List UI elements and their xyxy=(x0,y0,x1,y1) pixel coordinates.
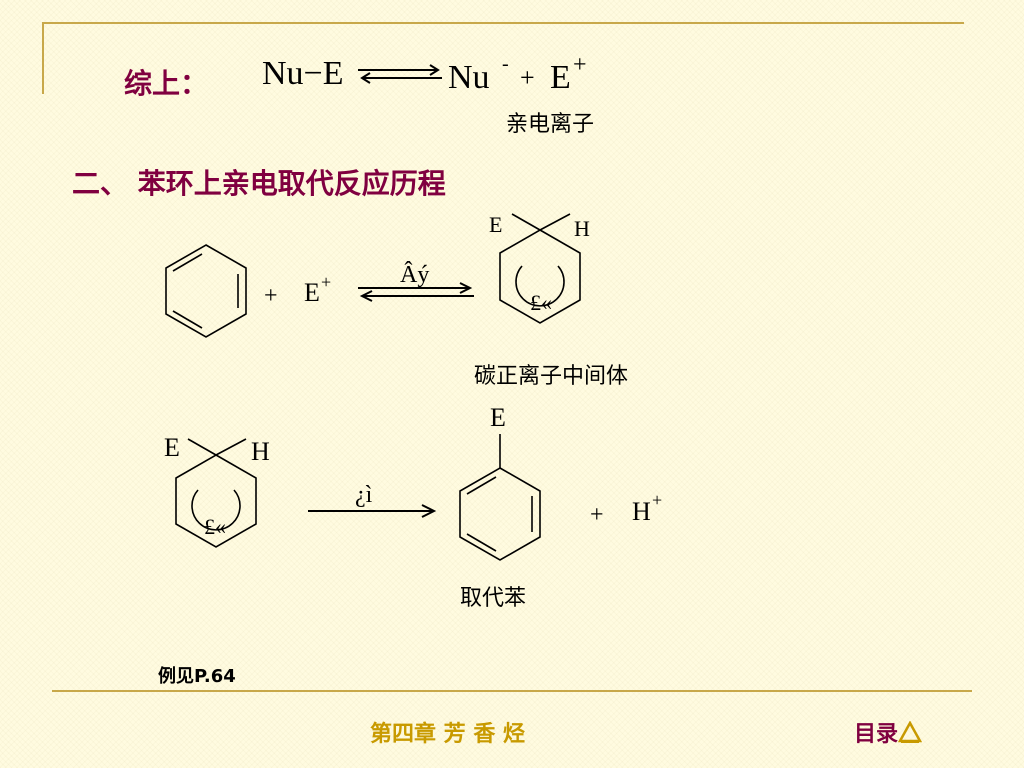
toc-link[interactable]: 目录 xyxy=(854,716,923,748)
step2-plus: + xyxy=(590,502,604,528)
step2-sub-e: E xyxy=(164,433,180,462)
step1-reaction: + E + Âý E H £« xyxy=(165,212,590,338)
step2-byproduct: H xyxy=(632,497,651,526)
step1-sub-e: E xyxy=(489,212,502,237)
step2-caption: 取代苯 xyxy=(460,586,527,611)
summary-label: 综上： xyxy=(124,67,209,100)
summary-product-e: E xyxy=(550,59,571,96)
step1-plus: + xyxy=(264,283,278,309)
step2-reaction: E H £« ¿ì E + H + xyxy=(164,403,662,561)
summary-product-nu-charge: - xyxy=(502,53,509,75)
substituted-benzene-ring xyxy=(459,434,541,561)
step2-arrow-label: ¿ì xyxy=(355,482,373,508)
summary-product-e-charge: + xyxy=(573,52,587,78)
step1-reagent-charge: + xyxy=(321,272,331,292)
step2-forward-arrow xyxy=(308,504,437,518)
example-reference: 例见P.64 xyxy=(158,666,236,687)
step2-sigma-complex-ring xyxy=(175,438,257,548)
step2-ring-charge: £« xyxy=(204,514,226,539)
step2-byproduct-charge: + xyxy=(652,490,662,510)
top-rule xyxy=(42,22,964,24)
electrophile-caption: 亲电离子 xyxy=(506,112,595,137)
step1-arrow-label: Âý xyxy=(400,262,429,288)
benzene-ring xyxy=(165,244,247,338)
summary-product-nu: Nu xyxy=(448,59,490,96)
summary-equation: Nu−E Nu - + E + xyxy=(262,52,587,96)
step1-sub-h: H xyxy=(574,216,590,241)
step2-sub-h: H xyxy=(251,437,270,466)
chapter-footer: 第四章 芳 香 烃 xyxy=(370,722,525,747)
step1-ring-charge: £« xyxy=(530,290,552,315)
summary-plus: + xyxy=(520,63,535,92)
left-rule xyxy=(42,22,44,94)
section-title: 二、 苯环上亲电取代反应历程 xyxy=(72,167,446,200)
step2-product-sub: E xyxy=(490,403,506,432)
bottom-rule xyxy=(52,690,972,692)
step1-reagent: E xyxy=(304,278,320,307)
step1-caption: 碳正离子中间体 xyxy=(474,364,629,389)
toc-label: 目录 xyxy=(854,722,899,747)
step1-equilibrium-arrow xyxy=(358,282,474,302)
summary-reactant: Nu−E xyxy=(262,55,344,92)
sigma-complex-ring xyxy=(499,213,581,324)
triangle-up-icon xyxy=(898,721,923,743)
summary-equilibrium-arrow xyxy=(358,64,442,84)
